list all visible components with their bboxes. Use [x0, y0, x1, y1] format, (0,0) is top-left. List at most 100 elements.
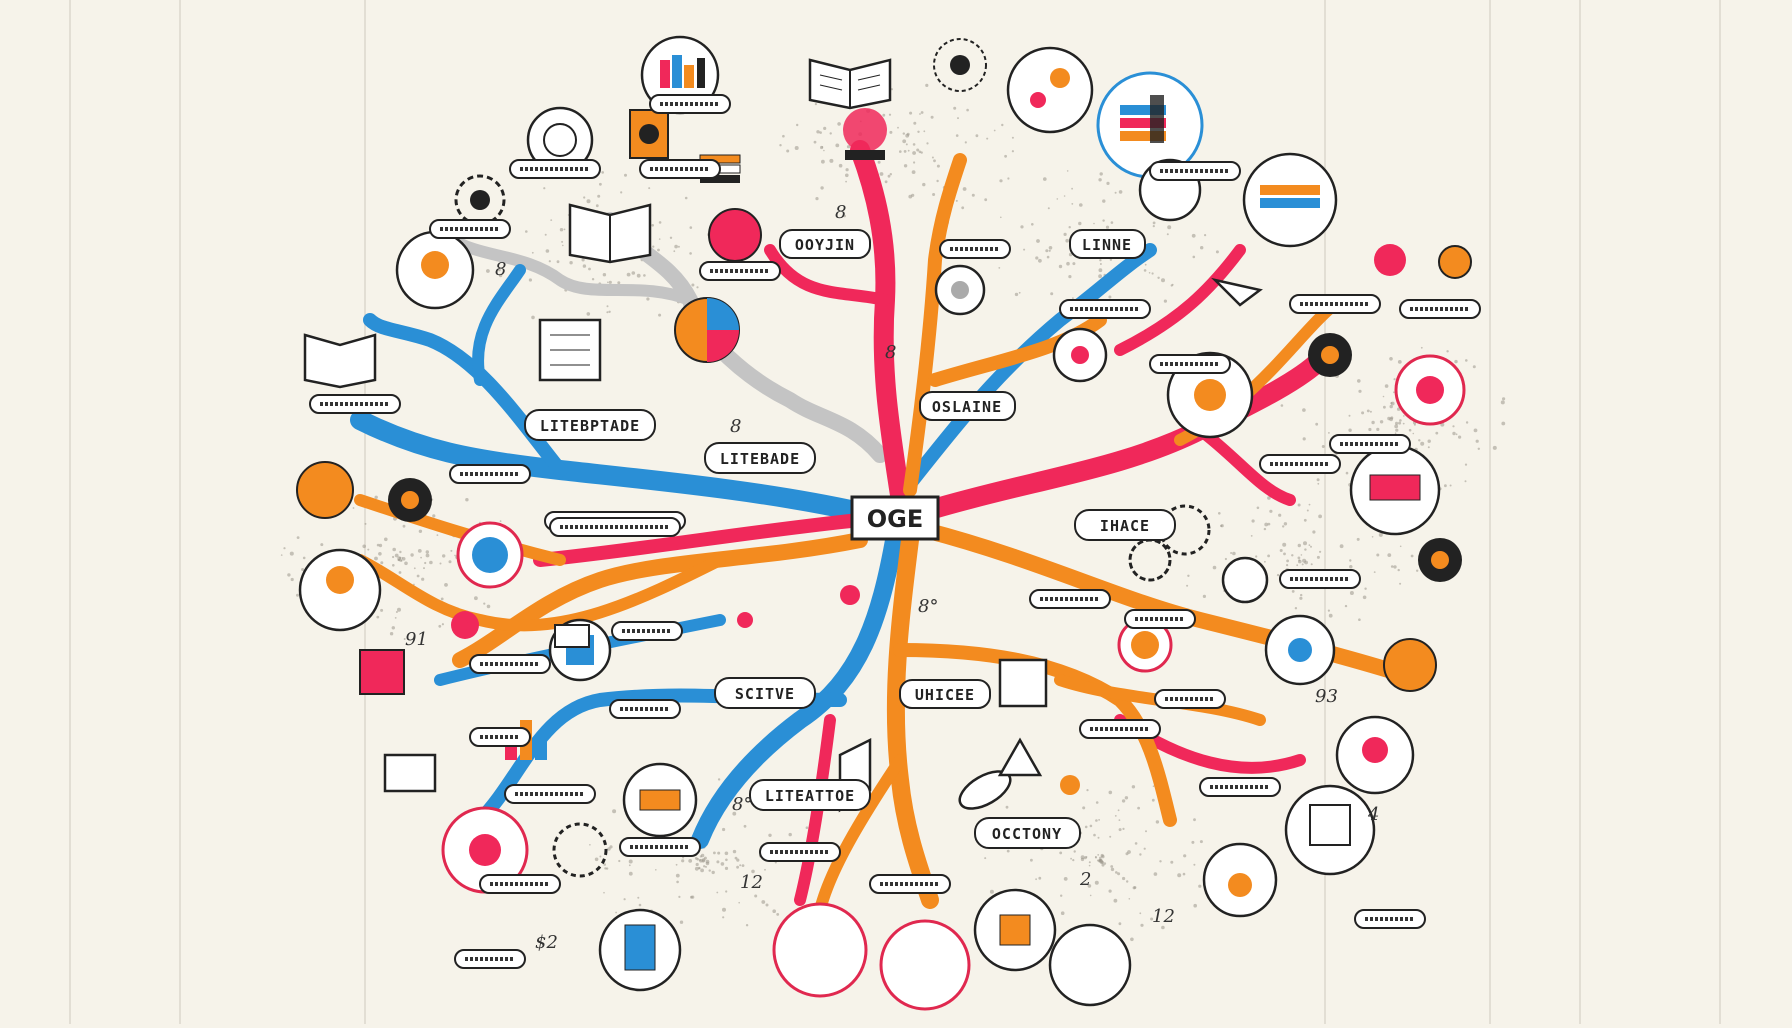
svg-text:SCITVE: SCITVE: [735, 685, 795, 703]
stipple-dot: [1376, 553, 1380, 557]
stipple-dot: [550, 219, 553, 222]
stipple-dot: [658, 221, 662, 224]
number-mark: 4: [1367, 804, 1379, 825]
stipple-dot: [1304, 560, 1308, 565]
label-uhicee: UHICEE: [899, 679, 991, 709]
stipple-dot: [615, 911, 617, 914]
stipple-dot: [1395, 428, 1399, 432]
stipple-dot: [1157, 276, 1160, 279]
stipple-dot: [1356, 537, 1360, 541]
stipple-dot: [626, 272, 631, 277]
branch-red-upper-right: [1114, 244, 1246, 356]
label-pills: [309, 94, 1481, 969]
number-mark: 8°: [732, 794, 752, 815]
stipple-dot: [1115, 871, 1118, 874]
stipple-dot: [364, 522, 367, 525]
stipple-dot: [953, 106, 957, 110]
stipple-dot: [1099, 263, 1102, 265]
stipple-dot: [380, 561, 384, 565]
label-pill: [549, 517, 681, 537]
stipple-dot: [1472, 365, 1476, 369]
stipple-dot: [561, 240, 564, 243]
svg-text:LINNE: LINNE: [1082, 236, 1132, 254]
stipple-dot: [1068, 252, 1073, 257]
stipple-dot: [1193, 818, 1196, 822]
stipple-dot: [691, 283, 695, 287]
stipple-dot: [1413, 423, 1416, 426]
stipple-dot: [1110, 867, 1115, 872]
stipple-dot: [1023, 248, 1026, 251]
label-pill: [759, 842, 841, 862]
number-mark: 93: [1315, 686, 1338, 707]
stipple-dot: [1267, 522, 1271, 526]
stipple-dot: [907, 149, 910, 152]
node-plane-right: [1211, 277, 1263, 307]
stipple-dot: [962, 187, 967, 191]
stipple-dot: [423, 567, 425, 570]
number-mark: 12: [740, 872, 763, 893]
stipple-dot: [606, 311, 609, 314]
stipple-dot: [922, 182, 926, 187]
stipple-dot: [658, 238, 661, 240]
stipple-dot: [1298, 559, 1302, 564]
stipple-dot: [1082, 806, 1086, 810]
stipple-dot: [776, 913, 780, 916]
node-compass-right: [1264, 614, 1336, 686]
node-cones-bottom: [997, 737, 1043, 777]
stipple-dot: [1283, 552, 1286, 556]
stipple-dot: [589, 844, 591, 846]
stipple-dot: [961, 206, 965, 210]
stipple-dot: [392, 555, 395, 559]
stipple-dot: [1395, 421, 1399, 425]
svg-text:OSLAINE: OSLAINE: [932, 398, 1002, 416]
stipple-dot: [703, 865, 706, 868]
stipple-dot: [1007, 177, 1010, 180]
stipple-dot: [1004, 154, 1007, 158]
stipple-dot: [1084, 825, 1088, 829]
stipple-dot: [425, 550, 429, 554]
stipple-dot: [1121, 799, 1126, 803]
node-open-book-far-left: [303, 333, 377, 389]
label-pill: [1124, 609, 1196, 629]
stipple-dot: [1170, 860, 1174, 864]
stipple-dot: [397, 607, 401, 612]
stipple-dot: [675, 873, 680, 878]
stipple-dot: [1202, 594, 1206, 599]
stipple-dot: [1294, 607, 1298, 610]
stipple-dot: [926, 142, 929, 145]
stipple-dot: [1014, 292, 1019, 297]
stipple-dot: [1215, 250, 1219, 254]
stipple-dot: [1063, 195, 1066, 197]
stipple-dot: [1317, 482, 1320, 485]
stipple-dot: [1063, 232, 1067, 236]
stipple-dot: [648, 187, 651, 190]
label-pill: [1029, 589, 1111, 609]
stipple-dot: [1319, 550, 1322, 553]
stipple-dot: [1093, 222, 1095, 225]
stipple-dot: [1397, 568, 1400, 572]
stipple-dot: [403, 638, 406, 640]
stipple-dot: [376, 615, 380, 619]
stipple-dot: [1143, 847, 1146, 850]
stipple-dot: [1035, 878, 1037, 881]
stipple-dot: [919, 113, 921, 115]
stipple-dot: [391, 626, 395, 630]
stipple-dot: [1182, 872, 1186, 876]
stipple-dot: [1303, 518, 1307, 522]
label-pill: [504, 784, 596, 804]
stipple-dot: [1412, 432, 1415, 435]
stipple-dot: [1186, 584, 1189, 587]
node-garden-top: [1006, 46, 1094, 134]
stipple-dot: [688, 859, 693, 863]
label-pill: [639, 159, 721, 179]
branch-orange-bottom-left: [814, 754, 906, 916]
stipple-dot: [646, 297, 650, 301]
stipple-dot: [1264, 522, 1269, 527]
stipple-dot: [703, 856, 707, 860]
stipple-dot: [1038, 258, 1042, 263]
number-mark: 8: [885, 342, 896, 363]
stipple-dot: [440, 597, 444, 601]
stipple-dot: [1256, 506, 1260, 510]
stipple-dot: [1387, 553, 1392, 557]
stipple-dot: [474, 596, 478, 601]
